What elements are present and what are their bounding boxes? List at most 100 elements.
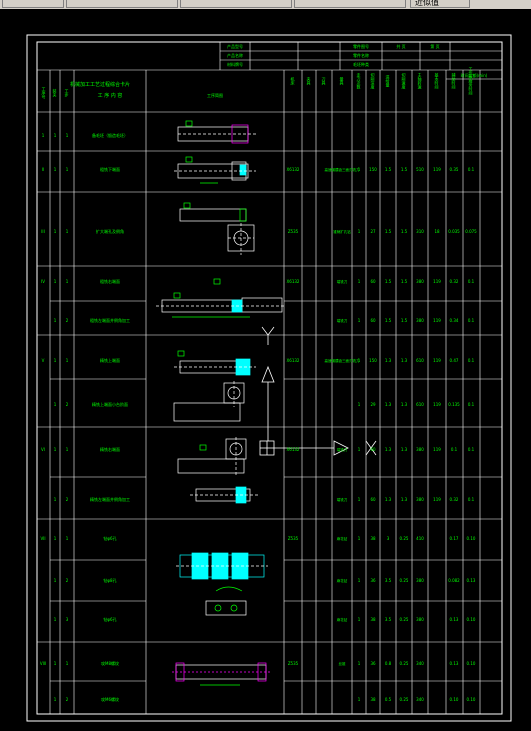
sketch-mill-ends	[156, 278, 286, 318]
col-time-quota: 时间定额(min)	[461, 72, 488, 78]
toolbar-button[interactable]: 近似值	[410, 0, 470, 8]
card-title: 机械加工工艺过程综合卡片	[70, 81, 130, 88]
row-tool: 锥柄扩孔钻	[333, 229, 351, 234]
col-step: 工步	[65, 89, 70, 98]
row-passes: 1	[358, 447, 361, 452]
row-depth: 60	[370, 447, 376, 452]
row-rpm: 340	[416, 697, 424, 702]
row-install: 1	[54, 578, 57, 583]
row-rpm: 380	[416, 318, 424, 323]
row-feed: 1.3	[385, 447, 392, 452]
row-machine: Z535	[288, 229, 299, 234]
row-depth: 60	[370, 497, 376, 502]
row-tool: 高速钢镶齿三面刃铣刀	[325, 358, 360, 363]
row-feed: 3.5	[385, 617, 392, 622]
col-rpm: 主轴转速	[418, 72, 423, 90]
col-content: 工 序 内 容	[98, 92, 123, 99]
row-content: 攻M8螺纹	[101, 660, 119, 666]
row-feed: 1.3	[385, 497, 392, 502]
row-depth: 150	[369, 167, 377, 172]
row-install: 1	[54, 167, 57, 172]
row-process-no: VI	[41, 447, 45, 452]
row-passes: 1	[358, 318, 361, 323]
row-step: 1	[66, 661, 69, 666]
row-rpm: 610	[416, 358, 424, 363]
row-process-no: VII	[40, 536, 45, 541]
row-machine: X6132	[287, 447, 300, 452]
row-passes: 1	[358, 497, 361, 502]
toolbar-button[interactable]	[180, 0, 292, 8]
row-feed: 1.3	[385, 402, 392, 407]
row-t2: 0.1	[451, 447, 458, 452]
row-t1: 119	[433, 447, 441, 452]
row-step: 2	[66, 318, 69, 323]
row-content: 钻φ8孔	[103, 577, 116, 583]
row-t3: 0.1	[468, 447, 475, 452]
sketch-mill-bottom	[174, 156, 256, 184]
title-block: 机械加工工艺过程综合卡片产品型号产品名称材料牌号零件图号零件名称毛坯种类共 页第…	[70, 43, 440, 88]
col-process-no: 工序号	[42, 87, 47, 100]
row-t3: 0.10	[467, 697, 476, 702]
row-speed: 0.25	[400, 661, 409, 666]
row-t2: 0.082	[448, 578, 460, 583]
row-step: 1	[66, 358, 69, 363]
row-step: 1	[66, 536, 69, 541]
row-content: 精铣左端面并倒角加工	[90, 496, 130, 502]
col-feed: 进给量	[386, 74, 391, 88]
col-tool: 刀具	[322, 77, 327, 86]
row-tool: 端铣刀	[337, 279, 348, 284]
row-depth: 150	[369, 358, 377, 363]
row-t2: 0.35	[450, 167, 459, 172]
row-feed: 3.5	[385, 578, 392, 583]
row-t2: 0.32	[450, 279, 459, 284]
part-name-label: 零件名称	[353, 52, 369, 58]
table-header: 工序号装夹工步工 序 内 容工序简图机床夹具刀具量具走刀次数切削深度进给量切削速…	[42, 67, 488, 100]
row-install: 1	[54, 536, 57, 541]
blank-type-label: 毛坯种类	[353, 61, 369, 67]
row-install: 1	[54, 279, 57, 284]
process-sketches	[156, 120, 286, 686]
row-install: 1	[54, 661, 57, 666]
row-t3: 0.10	[467, 536, 476, 541]
drawing-frame	[26, 34, 512, 722]
row-install: 1	[54, 447, 57, 452]
row-passes: 1	[358, 358, 361, 363]
row-install: 1	[54, 133, 57, 138]
cad-drawing-canvas[interactable]	[0, 9, 531, 731]
toolbar-button[interactable]	[66, 0, 178, 8]
col-fixture: 夹具	[307, 76, 312, 86]
row-tool: 麻花钻	[337, 578, 348, 583]
product-model-label: 产品型号	[227, 43, 243, 49]
row-rpm: 380	[416, 497, 424, 502]
toolbar-button[interactable]	[2, 0, 64, 8]
sketch-finish-top	[173, 350, 256, 422]
row-t3: 0.1	[468, 279, 475, 284]
col-speed: 切削速度	[402, 72, 407, 90]
row-content: 精铣右端面	[100, 446, 120, 452]
row-t3: 0.1	[468, 402, 475, 407]
row-machine: X6132	[287, 358, 300, 363]
row-t3: 0.1	[468, 167, 475, 172]
col-gauge: 量具	[340, 76, 345, 86]
col-passes: 走刀次数	[357, 72, 362, 90]
table-grid	[37, 70, 502, 714]
col-machine: 机床	[291, 76, 296, 86]
row-step: 1	[66, 279, 69, 284]
row-passes: 1	[358, 661, 361, 666]
row-t3: 0.1	[468, 358, 475, 363]
row-install: 1	[54, 617, 57, 622]
col-sketch: 工序简图	[207, 92, 223, 98]
row-depth: 38	[370, 536, 376, 541]
row-speed: 0.25	[400, 617, 409, 622]
row-t2: 0.13	[450, 617, 459, 622]
sketch-finish-ends	[177, 437, 258, 504]
row-feed: 1.5	[385, 167, 392, 172]
row-t3: 0.10	[467, 661, 476, 666]
row-rpm: 380	[416, 578, 424, 583]
row-install: 1	[54, 497, 57, 502]
row-rpm: 410	[416, 536, 424, 541]
row-t1: 119	[433, 497, 441, 502]
row-depth: 27	[370, 229, 376, 234]
row-t2: 0.135	[448, 402, 460, 407]
toolbar-button[interactable]	[294, 0, 406, 8]
